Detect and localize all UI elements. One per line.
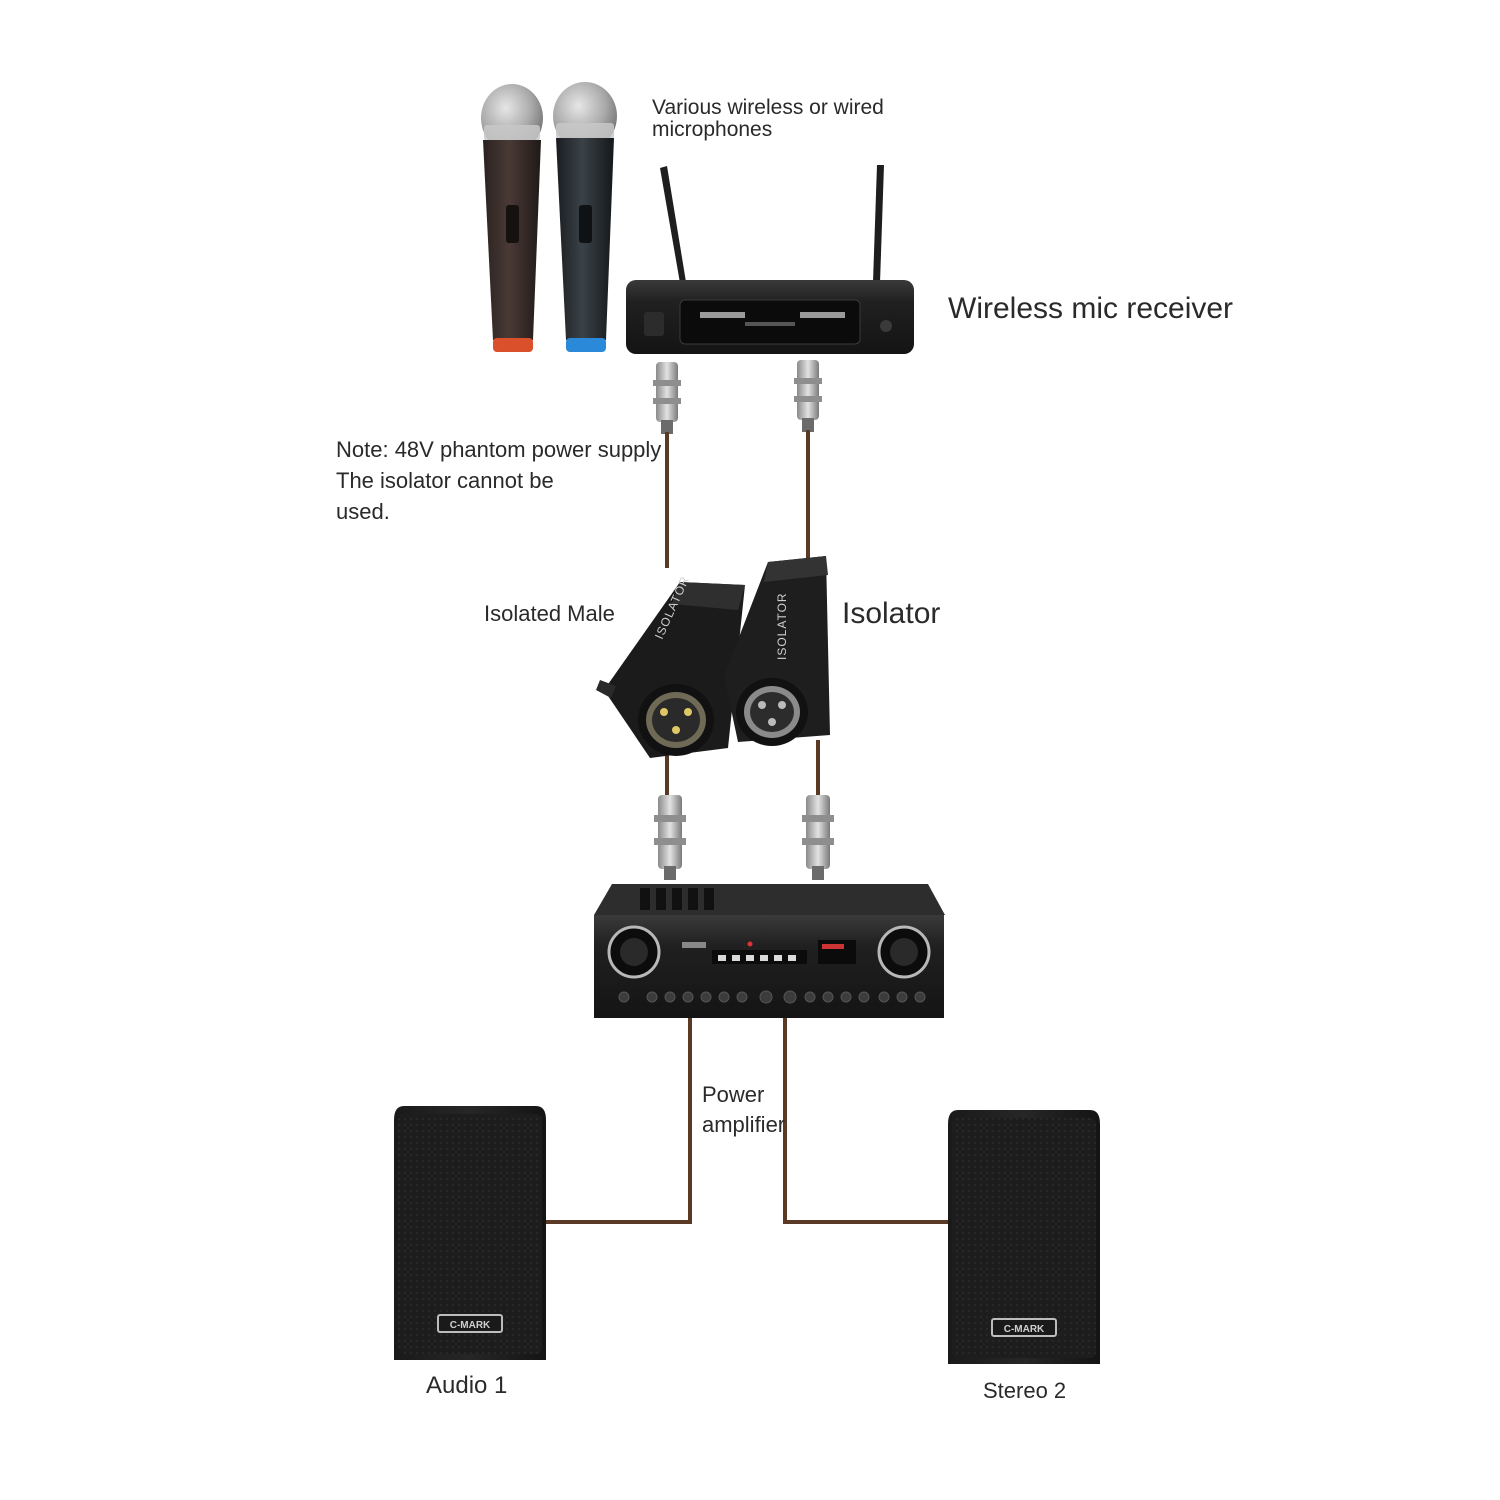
amplifier-label-line2: amplifier <box>702 1112 786 1137</box>
isolator-female-print: ISOLATOR <box>775 592 789 660</box>
amplifier-label: Power amplifier <box>702 1080 785 1140</box>
microphone-brown <box>481 84 543 352</box>
speaker-right: C-MARK <box>948 1110 1100 1364</box>
isolator-female: ISOLATOR <box>724 556 830 746</box>
note-line1: Note: 48V phantom power supply <box>336 437 662 462</box>
microphones-label: Various wireless or wired microphones <box>652 97 884 141</box>
speaker-cables <box>546 1015 948 1224</box>
phantom-power-note: Note: 48V phantom power supply The isola… <box>336 434 661 527</box>
speaker-left-label: Audio 1 <box>426 1372 508 1399</box>
speaker-left-badge: C-MARK <box>450 1320 491 1331</box>
amplifier-label-line1: Power <box>702 1082 765 1107</box>
xlr-connector-bottom-right <box>802 795 834 880</box>
xlr-connector-bottom-left <box>654 795 686 880</box>
power-amplifier <box>594 884 945 1018</box>
microphones-label-line1: Various wireless or wired <box>652 96 884 119</box>
speaker-right-label: Stereo 2 <box>983 1378 1067 1403</box>
isolator-male: ISOLATOR <box>596 574 745 758</box>
microphone-black <box>553 82 617 352</box>
note-line3: used. <box>336 499 390 524</box>
speaker-right-badge: C-MARK <box>1004 1324 1045 1335</box>
wireless-receiver <box>626 165 914 354</box>
receiver-label: Wireless mic receiver <box>948 292 1234 325</box>
isolator-label: Isolator <box>842 597 941 630</box>
speaker-left: C-MARK <box>394 1106 546 1360</box>
microphones-label-line2: microphones <box>652 118 773 141</box>
xlr-connector-top-right <box>794 360 822 432</box>
signal-cables <box>665 430 820 795</box>
xlr-connector-top-left <box>653 362 681 434</box>
isolated-male-label: Isolated Male <box>484 601 615 626</box>
note-line2: The isolator cannot be <box>336 468 554 493</box>
